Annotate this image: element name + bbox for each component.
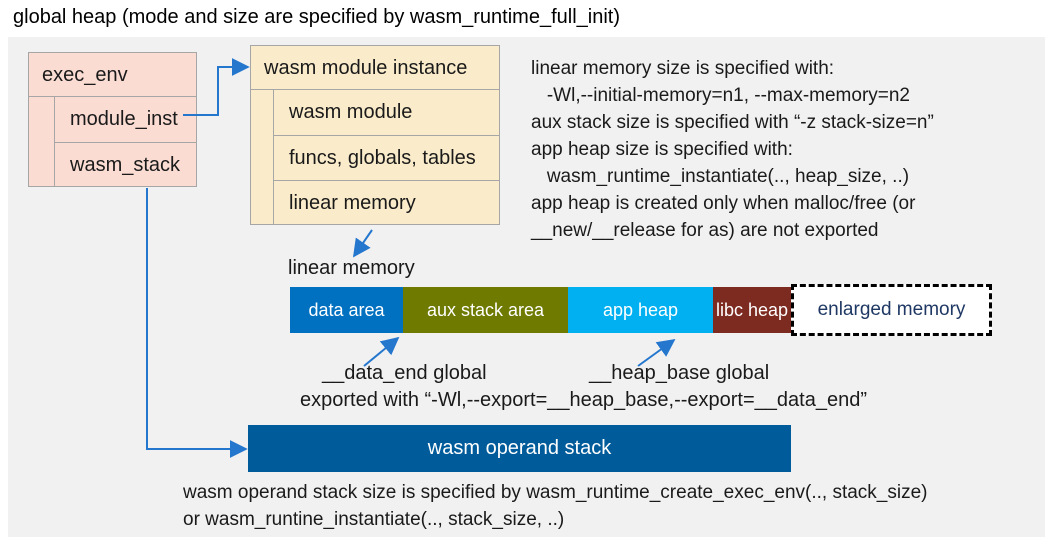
segment-libc-heap: libc heap bbox=[713, 287, 791, 333]
exec-env-row: wasm_stack bbox=[54, 142, 196, 187]
module-instance-row: linear memory bbox=[273, 180, 499, 225]
wasm-operand-stack-bar: wasm operand stack bbox=[248, 425, 791, 472]
footer-line: or wasm_runtine_instantiate(.., stack_si… bbox=[183, 509, 565, 530]
note-line: wasm_runtime_instantiate(.., heap_size, … bbox=[531, 166, 910, 187]
footer-line: wasm operand stack size is specified by … bbox=[183, 482, 928, 503]
note-line: __new/__release for as) are not exported bbox=[531, 220, 879, 241]
wasm-module-instance-header: wasm module instance bbox=[251, 46, 499, 90]
note-line: app heap size is specified with: bbox=[531, 139, 793, 160]
memory-size-notes: linear memory size is specified with: -W… bbox=[531, 55, 1043, 244]
enlarged-memory-box: enlarged memory bbox=[791, 284, 992, 336]
heap-base-global-label: __heap_base global bbox=[589, 362, 770, 384]
exec-env-row: module_inst bbox=[54, 97, 196, 142]
segment-aux-stack-area: aux stack area bbox=[403, 287, 568, 333]
note-line: aux stack size is specified with “-z sta… bbox=[531, 112, 934, 133]
module-instance-row: funcs, globals, tables bbox=[273, 135, 499, 180]
note-line: -Wl,--initial-memory=n1, --max-memory=n2 bbox=[531, 85, 910, 106]
note-line: linear memory size is specified with: bbox=[531, 58, 835, 79]
note-line: app heap is created only when malloc/fre… bbox=[531, 193, 916, 214]
segment-app-heap: app heap bbox=[568, 287, 713, 333]
segment-data-area: data area bbox=[290, 287, 403, 333]
linear-memory-label: linear memory bbox=[288, 257, 415, 279]
enlarged-memory-label: enlarged memory bbox=[817, 299, 966, 320]
exported-with-label: exported with “-Wl,--export=__heap_base,… bbox=[300, 389, 867, 411]
diagram-title: global heap (mode and size are specified… bbox=[13, 6, 620, 28]
data-end-global-label: __data_end global bbox=[322, 362, 487, 384]
exec-env-header: exec_env bbox=[29, 53, 196, 97]
wasm-operand-stack-label: wasm operand stack bbox=[427, 437, 612, 459]
operand-stack-notes: wasm operand stack size is specified by … bbox=[183, 479, 928, 533]
module-instance-row: wasm module bbox=[273, 90, 499, 135]
